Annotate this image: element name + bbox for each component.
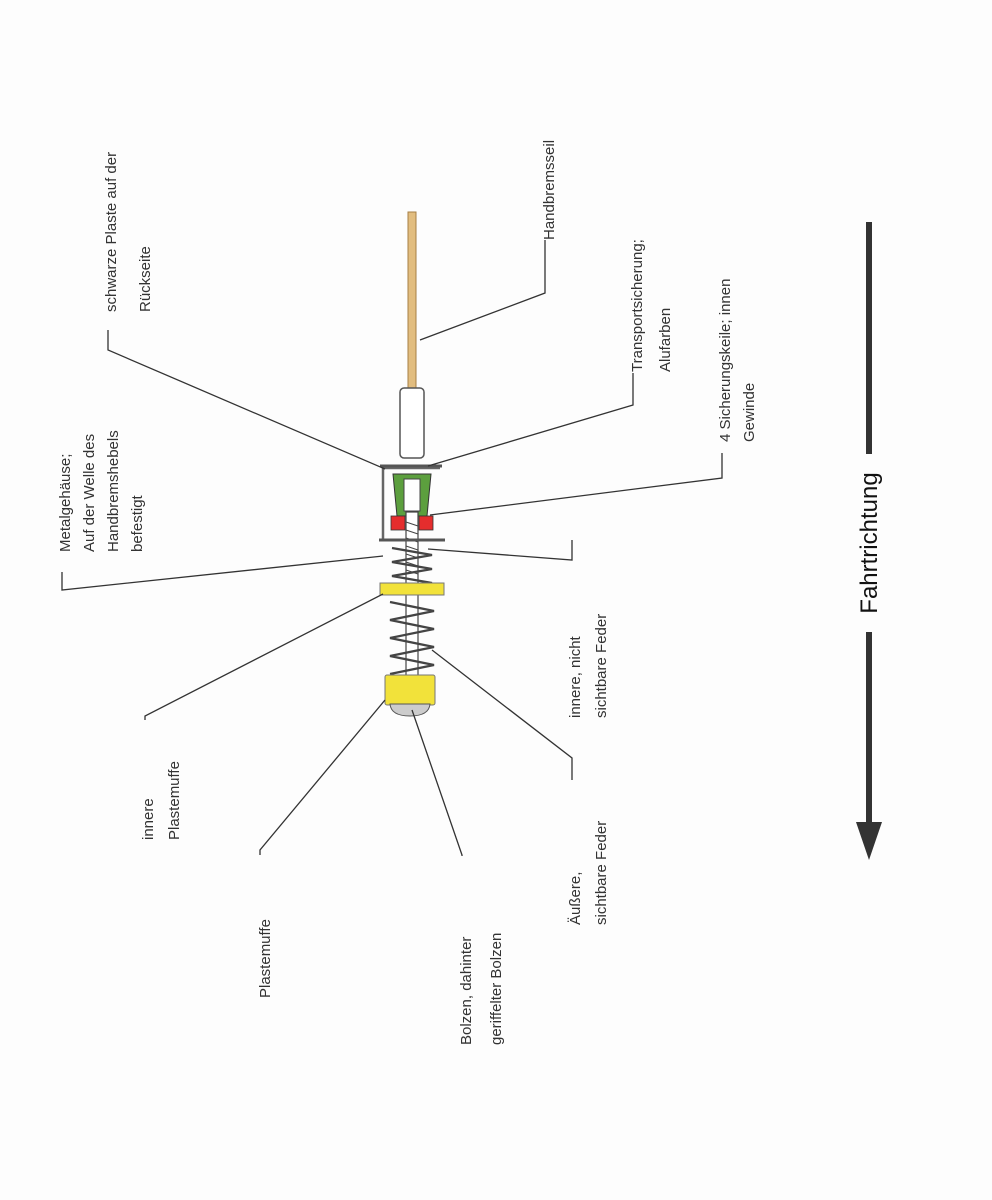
- label-handbremsseil: Handbremsseil: [541, 140, 558, 240]
- direction-label: Fahrtrichtung: [856, 472, 883, 613]
- locking-wedge: [390, 515, 406, 531]
- cable-sleeve: [399, 387, 425, 459]
- label-transportsicherung: Transportsicherung; Alufarben: [629, 235, 674, 372]
- label-sicherungskeile: 4 Sicherungskeile; innen Gewinde: [717, 274, 758, 442]
- locking-wedge: [418, 515, 434, 531]
- transport-lock-insert: [403, 478, 421, 512]
- label-metallgehaeuse: Metalgehäuse; Auf der Welle des Handbrem…: [57, 426, 146, 552]
- leader-lines: [61, 240, 723, 856]
- arrow-down-icon: [856, 822, 882, 860]
- inner-plastic-sleeve: [379, 582, 445, 596]
- label-aeussere-feder: Äußere, sichtbare Feder: [567, 821, 610, 925]
- label-plastemuffe: Plastemuffe: [257, 919, 274, 998]
- plastic-sleeve: [384, 674, 436, 706]
- label-bolzen: Bolzen, dahinter geriffelter Bolzen: [458, 932, 505, 1045]
- label-schwarze-plaste: schwarze Plaste auf der Rückseite: [103, 148, 154, 312]
- label-innere-feder: innere, nicht sichtbare Feder: [567, 614, 610, 718]
- outer-spring: [389, 600, 435, 676]
- labels: Handbremsseil schwarze Plaste auf der Rü…: [57, 140, 758, 1045]
- label-innere-plastemuffe: innere Plastemuffe: [140, 761, 183, 840]
- bolt: [389, 703, 431, 717]
- handbrake-cable: [407, 211, 417, 393]
- direction-indicator: Fahrtrichtung: [856, 222, 883, 860]
